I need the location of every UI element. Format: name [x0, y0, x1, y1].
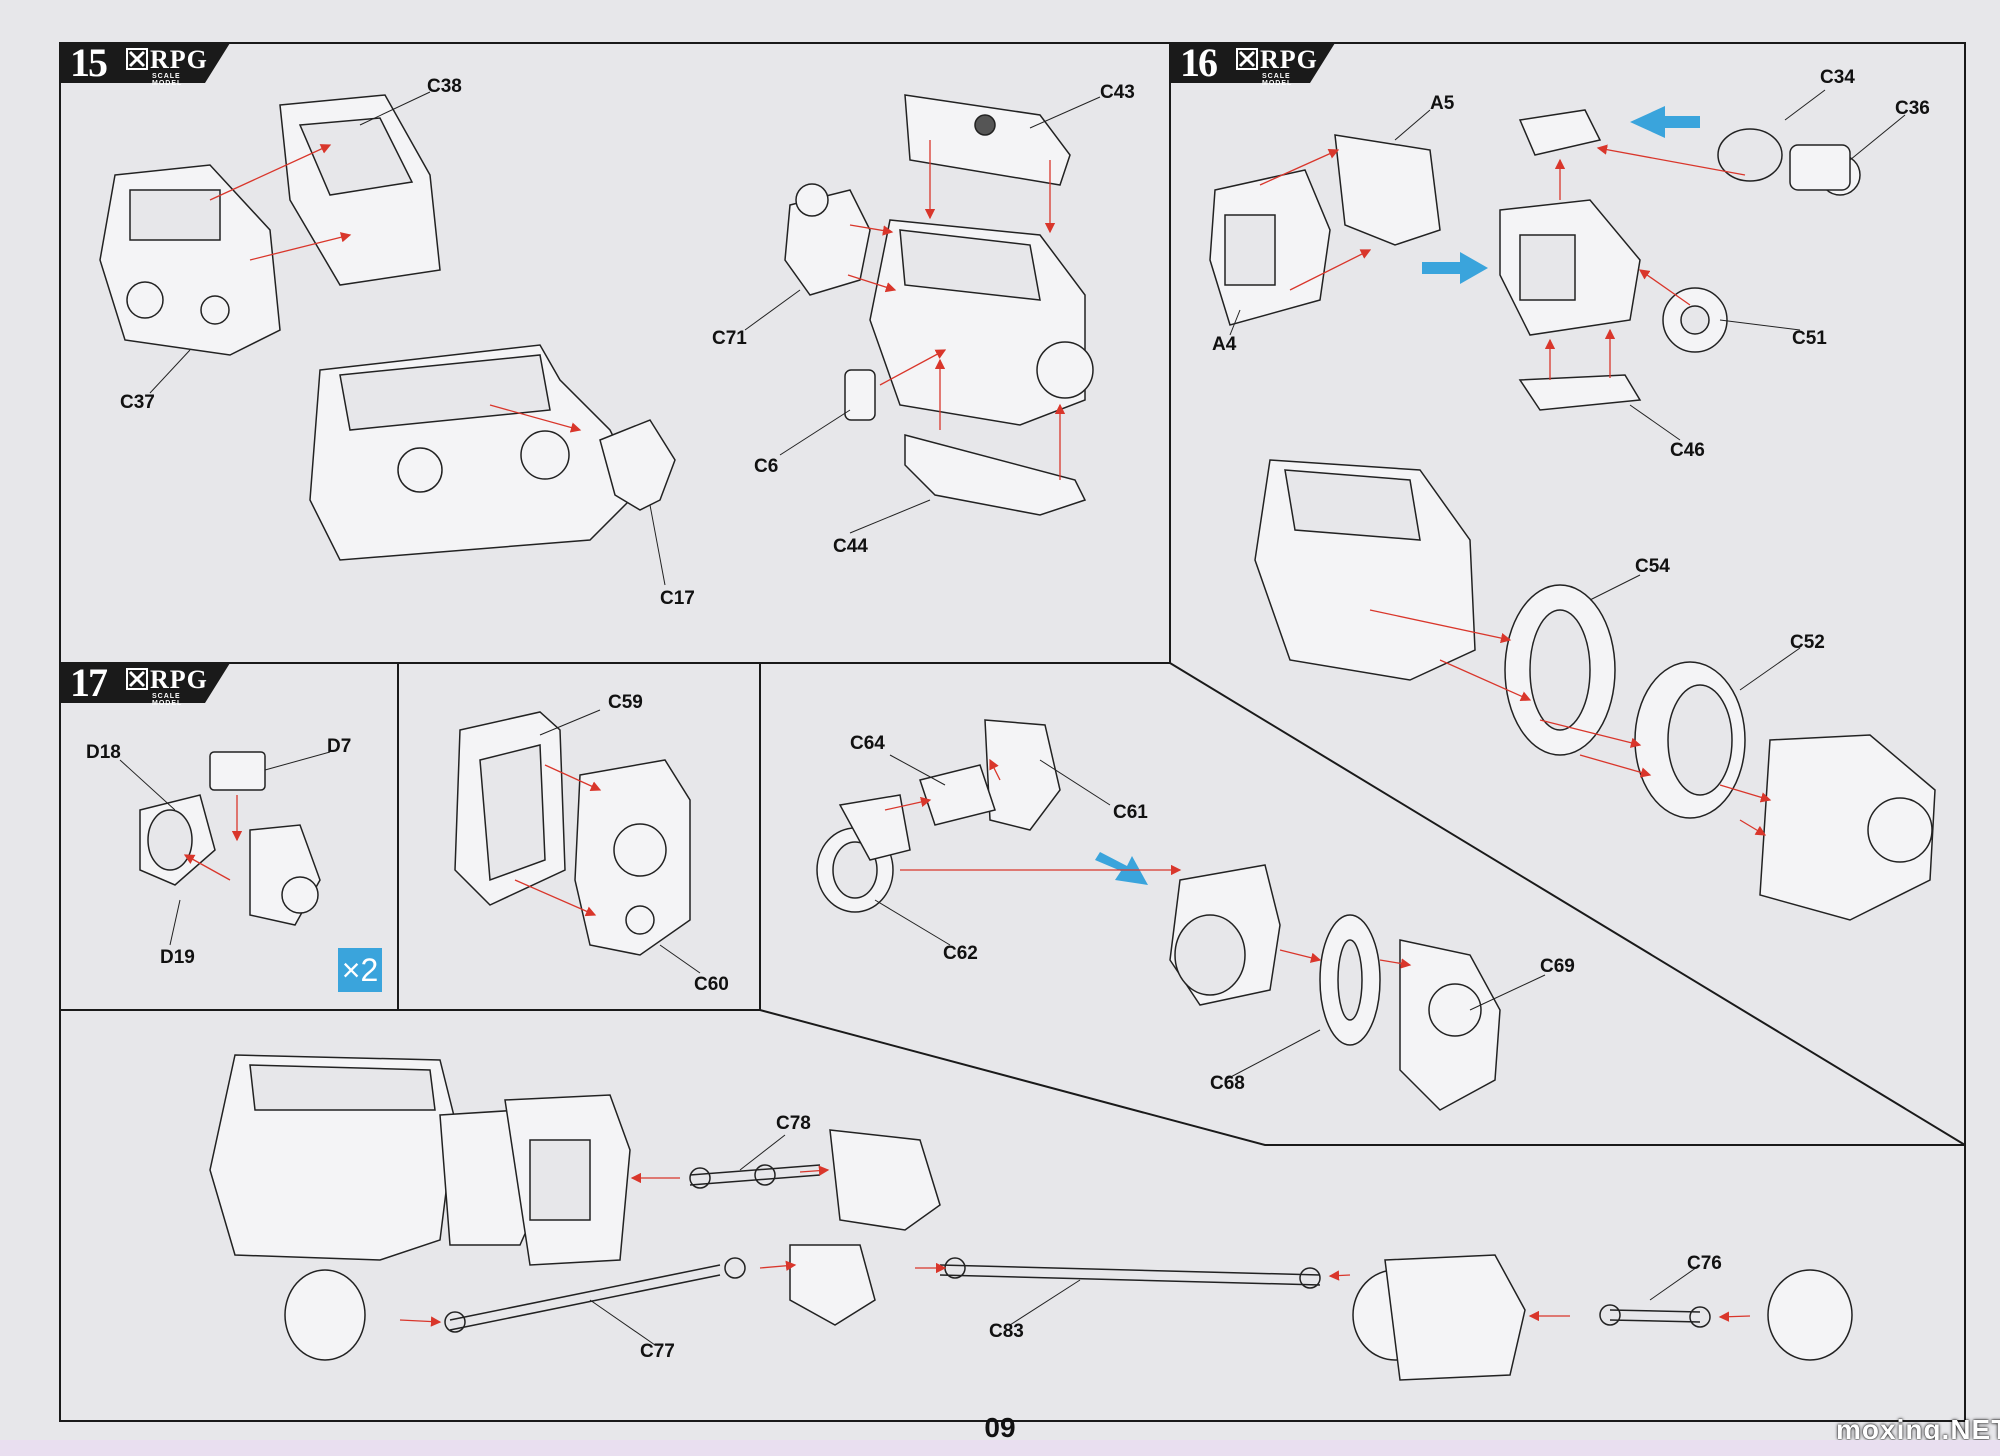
quantity-badge: ×2: [338, 948, 382, 992]
step-15-header: 15 RPG SCALE MODEL: [70, 40, 208, 88]
part-label-c54: C54: [1635, 556, 1670, 577]
leader-lines: [119, 89, 1906, 1346]
part-label-c51: C51: [1792, 328, 1827, 349]
part-label-c61: C61: [1113, 802, 1148, 823]
step15-drawings: [99, 94, 1094, 561]
page-edge: [0, 1440, 2000, 1456]
rpg-logo-icon: [1236, 48, 1258, 70]
part-label-c44: C44: [833, 536, 868, 557]
part-label-c36: C36: [1895, 98, 1930, 119]
step17-drawings: [139, 751, 321, 926]
part-label-d7: D7: [327, 736, 352, 757]
transfer-arrows: [884, 758, 1412, 969]
transfer-drawings: [816, 719, 1501, 1111]
part-label-c34: C34: [1820, 67, 1855, 88]
part-label-c6: C6: [754, 456, 779, 477]
part-label-c17: C17: [660, 588, 695, 609]
part-label-d19: D19: [160, 947, 195, 968]
step-16-header: 16 RPG SCALE MODEL: [1180, 40, 1318, 88]
step-number: 15: [70, 40, 108, 85]
step17-arrows: [183, 795, 243, 881]
part-label-c60: C60: [694, 974, 729, 995]
part-label-c69: C69: [1540, 956, 1575, 977]
part-label-c62: C62: [943, 943, 978, 964]
step16-drawings: [1209, 109, 1936, 921]
step-tabs: [60, 43, 1335, 703]
drivetrain-drawings: [209, 1054, 1853, 1381]
drive-shafts: [444, 1164, 1711, 1333]
gearbox-drawings: [454, 711, 691, 956]
part-label-c43: C43: [1100, 82, 1135, 103]
part-label-c37: C37: [120, 392, 155, 413]
step-number: 17: [70, 660, 108, 705]
part-label-c78: C78: [776, 1113, 811, 1134]
watermark: moxing.NET: [1836, 1414, 2000, 1445]
step16-arrows: [1259, 144, 1772, 836]
rpg-logo-icon: [126, 48, 148, 70]
step-number: 16: [1180, 40, 1218, 85]
part-label-c71: C71: [712, 328, 747, 349]
gearbox-arrows: [514, 764, 602, 917]
rpg-logo-icon: [126, 668, 148, 690]
part-label-c83: C83: [989, 1321, 1024, 1342]
part-label-c38: C38: [427, 76, 462, 97]
part-label-d18: D18: [86, 742, 121, 763]
step-17-header: 17 RPG SCALE MODEL: [70, 660, 208, 708]
part-label-a5: A5: [1430, 93, 1455, 114]
part-label-c52: C52: [1790, 632, 1825, 653]
part-label-c46: C46: [1670, 440, 1705, 461]
page-number: 09: [984, 1412, 1016, 1443]
part-label-c68: C68: [1210, 1073, 1245, 1094]
part-label-a4: A4: [1212, 334, 1237, 355]
drivetrain-arrows: [399, 1165, 1751, 1327]
part-label-c59: C59: [608, 692, 643, 713]
part-label-c64: C64: [850, 733, 885, 754]
blue-arrows: [1095, 106, 1700, 885]
step15-arrows: [209, 140, 1066, 480]
part-label-c77: C77: [640, 1341, 675, 1362]
part-label-c76: C76: [1687, 1253, 1722, 1274]
